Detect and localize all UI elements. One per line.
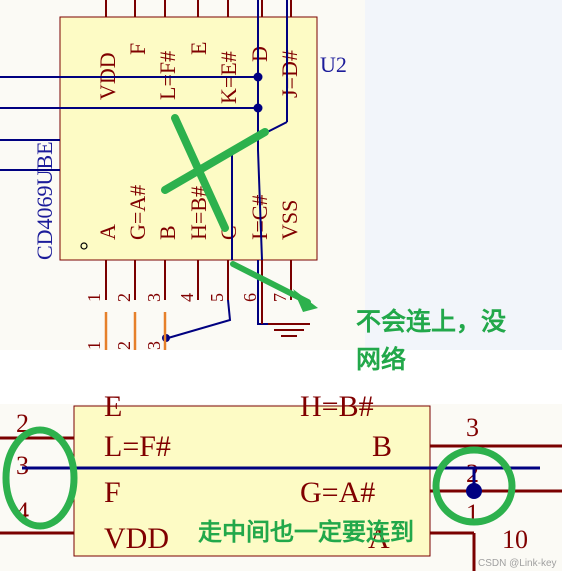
pin-label-b: B [155, 225, 180, 240]
label-f: F [104, 476, 121, 509]
pin-label-f: F [125, 43, 150, 55]
ground-icon [261, 300, 310, 337]
label-l-f-sharp: L=F# [104, 430, 171, 463]
left-pin-number-3: 3 [144, 341, 164, 350]
right-pin-10: 10 [502, 525, 528, 554]
pin-label-l-f-sharp: L=F# [155, 51, 180, 100]
pin-label-j-d-sharp: J=D# [277, 50, 302, 98]
junction-dot [253, 103, 263, 113]
pin-number-7: 7 [270, 293, 290, 302]
pin-label-g-a-sharp: G=A# [125, 185, 150, 240]
chip-body-bottom[interactable] [73, 405, 431, 557]
arrow-icon [230, 261, 318, 312]
label-g-a-sharp: G=A# [300, 476, 375, 509]
junction-dot [466, 483, 482, 499]
watermark: CSDN @Link-key [478, 558, 557, 569]
left-pin-3: 3 [16, 451, 29, 480]
pin-number-2: 2 [114, 293, 134, 302]
label-a: A [368, 522, 390, 555]
pin-number-5: 5 [207, 293, 227, 302]
part-label: CD4069UBE [32, 141, 57, 260]
annotation-bottom: 走中间也一定要连到 [198, 518, 414, 546]
label-vdd: VDD [104, 522, 169, 555]
right-pin-3: 3 [466, 413, 479, 442]
top-pane-side [365, 0, 562, 350]
pin-number-4: 4 [177, 293, 197, 302]
pin-label-vss: VSS [277, 200, 302, 240]
annotation-top-line2: 网络 [356, 345, 406, 374]
junction-dot [253, 72, 263, 82]
label-h-b-sharp: H=B# [300, 390, 374, 423]
pane-divider [0, 384, 562, 404]
label-e: E [104, 390, 122, 423]
pin-number-3: 3 [144, 293, 164, 302]
pin-label-d: D [247, 46, 272, 62]
left-pin-number-1: 1 [84, 341, 104, 350]
ref-label: U2 [320, 52, 347, 77]
pin-number-1: 1 [84, 293, 104, 302]
highlight-circle-left [2, 426, 78, 530]
annotation-top-line1: 不会连上，没 [356, 307, 507, 336]
cross-mark [161, 114, 269, 232]
label-b: B [372, 430, 392, 463]
left-pin-number-2: 2 [114, 341, 134, 350]
pin-label-e: E [186, 42, 211, 55]
highlight-circle-right [432, 446, 516, 526]
pin-number-6: 6 [240, 293, 260, 302]
pin-label-a: A [95, 224, 120, 240]
pin1-marker [80, 242, 88, 250]
